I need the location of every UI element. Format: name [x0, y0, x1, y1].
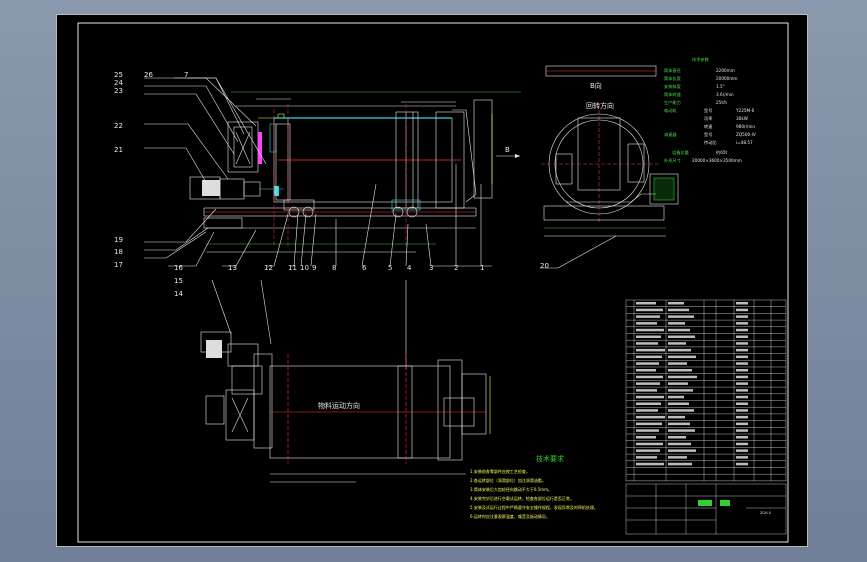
part-number-19: 19: [114, 236, 123, 244]
inner-frame: [77, 22, 789, 543]
part-number-15: 15: [174, 277, 183, 285]
svg-text:技术参数: 技术参数: [692, 56, 710, 63]
part-number-3: 3: [429, 264, 433, 272]
svg-text:转速: 转速: [704, 123, 713, 130]
part-number-26: 26: [144, 71, 153, 79]
svg-text:减速器: 减速器: [664, 131, 677, 138]
svg-text:安装斜度: 安装斜度: [664, 83, 682, 90]
svg-text:传动比: 传动比: [704, 139, 717, 146]
part-number-4: 4: [407, 264, 412, 272]
part-number-6: 6: [362, 264, 367, 272]
drawing-sheet: 技术参数 筒体直径 2200mm 筒体长度 20000mm 安装斜度 1.5° 筒体转…: [56, 14, 808, 547]
svg-text:30kW: 30kW: [736, 116, 748, 121]
view-arrow-label: B: [505, 146, 510, 154]
part-number-7: 7: [184, 71, 188, 79]
svg-text:设备总重: 设备总重: [672, 149, 689, 156]
svg-text:20000mm: 20000mm: [716, 76, 737, 81]
spec-block: 技术参数 筒体直径 2200mm 筒体长度 20000mm 安装斜度 1.5° 筒体转…: [664, 56, 756, 164]
rotation-direction-label: 回转方向: [586, 101, 614, 110]
part-number-18: 18: [114, 248, 123, 256]
svg-text:2200mm: 2200mm: [716, 68, 735, 73]
svg-text:型号: 型号: [704, 131, 712, 138]
part-number-12: 12: [264, 264, 273, 272]
part-number-8: 8: [332, 264, 336, 272]
svg-text:i=48.57: i=48.57: [736, 140, 753, 145]
material-flow-label: 物料运动方向: [318, 401, 360, 410]
svg-text:型号: 型号: [704, 107, 712, 114]
title-block: [625, 483, 787, 535]
svg-text:25t/h: 25t/h: [716, 100, 727, 105]
part-number-1: 1: [480, 264, 484, 272]
part-number-20: 20: [540, 262, 549, 270]
part-number-23: 23: [114, 87, 123, 95]
svg-text:Y225M-6: Y225M-6: [735, 108, 755, 113]
svg-text:生产能力: 生产能力: [664, 99, 681, 106]
part-number-16: 16: [174, 264, 183, 272]
part-number-10: 10: [300, 264, 309, 272]
part-number-11: 11: [288, 264, 297, 272]
note-2: 2.各运转部位（润滑部位）加注润滑油脂。: [470, 477, 546, 483]
drawing-number: ZGH-0: [760, 511, 771, 515]
parts-list: [625, 299, 787, 482]
part-number-25: 25: [114, 71, 123, 79]
part-number-9: 9: [312, 264, 316, 272]
note-4: 4.安装完毕后进行空载试运转，检查各部位运行是否正常。: [470, 495, 574, 501]
tech-requirements-title: 技术要求: [536, 454, 564, 463]
note-6: 6.运转时应注意观察温度、噪音及振动情况。: [470, 513, 550, 519]
svg-text:约65t: 约65t: [716, 149, 728, 156]
note-3: 3.筒体安装后大齿轮径向跳动不大于0.5mm。: [470, 486, 552, 492]
svg-text:电动机: 电动机: [664, 107, 677, 114]
outer-frame: [56, 14, 808, 547]
svg-text:功率: 功率: [704, 115, 712, 122]
part-number-17: 17: [114, 261, 123, 269]
svg-text:筒体长度: 筒体长度: [664, 75, 682, 82]
part-number-14: 14: [174, 290, 183, 298]
part-number-24: 24: [114, 79, 123, 87]
front-view: [144, 77, 521, 267]
part-number-22: 22: [114, 122, 123, 130]
svg-text:1.5°: 1.5°: [716, 84, 725, 89]
svg-text:筒体直径: 筒体直径: [664, 67, 681, 74]
part-number-5: 5: [388, 264, 392, 272]
part-number-21: 21: [114, 146, 123, 154]
side-view: [540, 65, 679, 269]
svg-text:筒体转速: 筒体转速: [664, 91, 682, 98]
dryer-assembly-drawing: 技术参数 筒体直径 2200mm 筒体长度 20000mm 安装斜度 1.5° 筒体转…: [56, 14, 808, 547]
svg-text:ZQ500-IV: ZQ500-IV: [736, 132, 756, 137]
section-label: B向: [590, 81, 602, 90]
svg-text:3.6r/min: 3.6r/min: [716, 92, 734, 97]
svg-text:20000×3600×3500mm: 20000×3600×3500mm: [692, 158, 742, 163]
part-number-13: 13: [228, 264, 237, 272]
note-5: 5.安装及试运行过程中严格遵守安全操作规程，发现异常及时停机处理。: [470, 504, 598, 510]
part-number-2: 2: [454, 264, 458, 272]
svg-text:980r/min: 980r/min: [736, 124, 755, 129]
svg-text:外形尺寸: 外形尺寸: [664, 157, 681, 164]
plan-view: [200, 279, 491, 483]
note-1: 1.安装前各零部件应按工艺检查。: [470, 468, 530, 474]
